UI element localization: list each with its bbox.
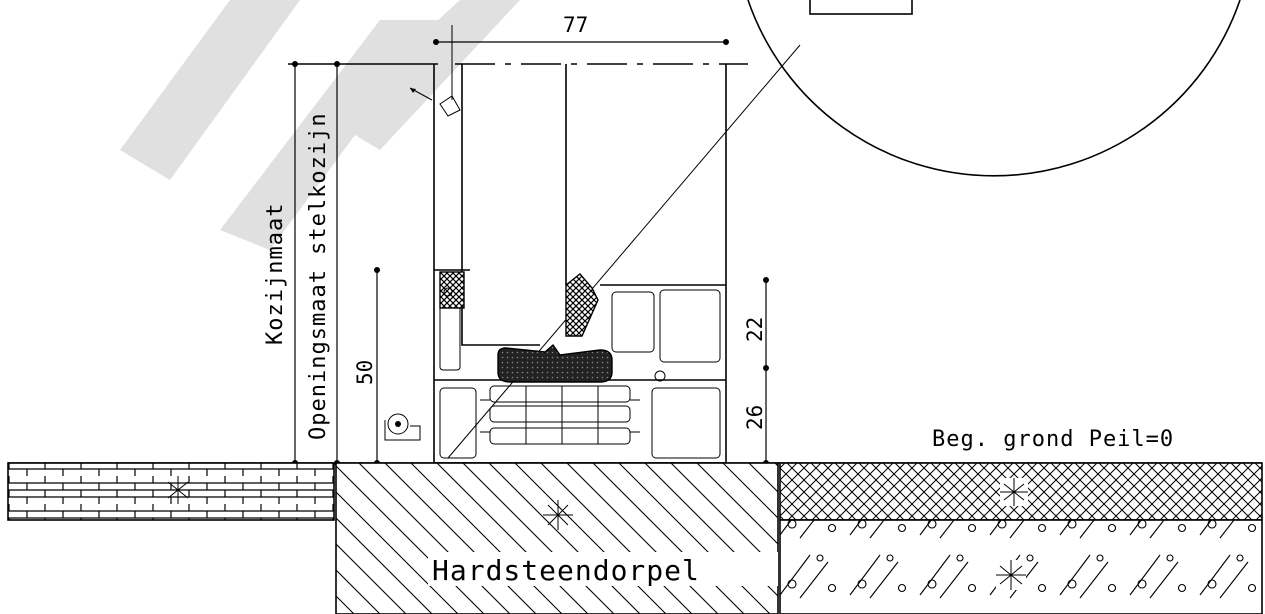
dimension-top-width: 77 — [433, 13, 729, 100]
dimension-label-77: 77 — [563, 13, 588, 37]
label-kozijnmaat: Kozijnmaat — [263, 203, 288, 345]
thermal-break — [480, 385, 640, 445]
seal-right — [565, 273, 599, 337]
label-openingsmaat: Openingsmaat stelkozijn — [306, 112, 331, 440]
brick-pavement — [7, 462, 335, 521]
sill-label: Hardsteendorpel — [432, 554, 700, 587]
ground-level-label: Beg. grond Peil=0 — [932, 427, 1174, 452]
dimension-label-50: 50 — [353, 360, 377, 385]
right-dimension-lines — [763, 277, 769, 466]
watermark — [120, 0, 520, 250]
hardstone-sill: Hardsteendorpel — [335, 462, 779, 614]
anchor-symbol — [384, 413, 421, 441]
window-profile — [409, 64, 727, 464]
glazing-gasket — [497, 343, 613, 383]
detail-circle — [447, 0, 1241, 459]
dimension-label-22: 22 — [743, 317, 767, 342]
right-ground — [779, 462, 1263, 614]
dimension-label-26: 26 — [743, 405, 767, 430]
